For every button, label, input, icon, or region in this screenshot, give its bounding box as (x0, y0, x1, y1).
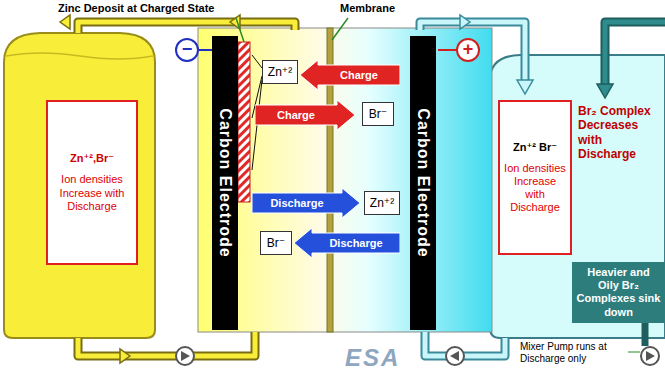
ion-box: Zn⁺² (364, 191, 400, 215)
carbon-electrode: Carbon Electrode (410, 36, 436, 330)
ion-box: Br⁻ (260, 231, 292, 255)
arrow-label: Charge (340, 69, 378, 81)
arrow-label: Discharge (270, 197, 323, 209)
charge-arrow: Charge (300, 60, 400, 90)
node-text: Br⁻ (369, 107, 387, 121)
posolyte-tank (490, 55, 665, 338)
tank-text-box: Zn⁺²,Br⁻ Ion densities Increase with Disc… (46, 100, 138, 265)
pipes-right (420, 22, 665, 356)
zinc-deposit (238, 42, 250, 202)
tank-note: Br₂ Complex Decreases with Discharge (578, 104, 660, 162)
tank-text-box: Zn⁺² Br⁻ Ion densities Increase with Disc… (498, 100, 572, 255)
negolyte-tank (4, 33, 155, 338)
carbon-electrode: Carbon Electrode (212, 36, 238, 330)
arrow-label: Charge (277, 109, 315, 121)
ion-box: Br⁻ (362, 102, 394, 126)
cell-stack (198, 28, 492, 332)
sediment-band: Heavier and Oily Br₂ Complexes sink down (572, 262, 665, 323)
electrode-label: Carbon Electrode (414, 108, 432, 257)
watermark: ESA (345, 344, 415, 373)
node-text: Br⁻ (267, 236, 285, 250)
negative-terminal: − (175, 38, 199, 62)
electrode-label: Carbon Electrode (216, 108, 234, 257)
terminal-sign: − (182, 39, 193, 61)
node-text: Ion densities Increase with Discharge (52, 173, 132, 213)
callout-label: Membrane (340, 2, 410, 15)
node-text: Zn⁺²,Br⁻ (70, 152, 114, 165)
leader-line (332, 18, 348, 40)
discharge-arrow: Discharge (252, 188, 360, 218)
positive-terminal: + (456, 38, 480, 62)
callout-label: Zinc Deposit at Charged State (58, 2, 236, 15)
charge-arrow: Charge (255, 100, 355, 130)
node-text: Zn⁺² (370, 196, 394, 210)
node-text: Heavier and Oily Br₂ Complexes sink down (576, 266, 661, 319)
ion-box: Zn⁺² (262, 60, 298, 84)
arrow-label: Discharge (329, 237, 382, 249)
node-text: Zn⁺² Br⁻ (513, 141, 557, 154)
discharge-arrow: Discharge (294, 228, 400, 258)
terminal-sign: + (463, 39, 474, 61)
pump-note: Mixer Pump runs at Discharge only (520, 341, 626, 365)
node-text: Ion densities Increase with Discharge (504, 162, 566, 215)
node-text: Zn⁺² (268, 65, 292, 79)
leader-line (628, 352, 640, 353)
